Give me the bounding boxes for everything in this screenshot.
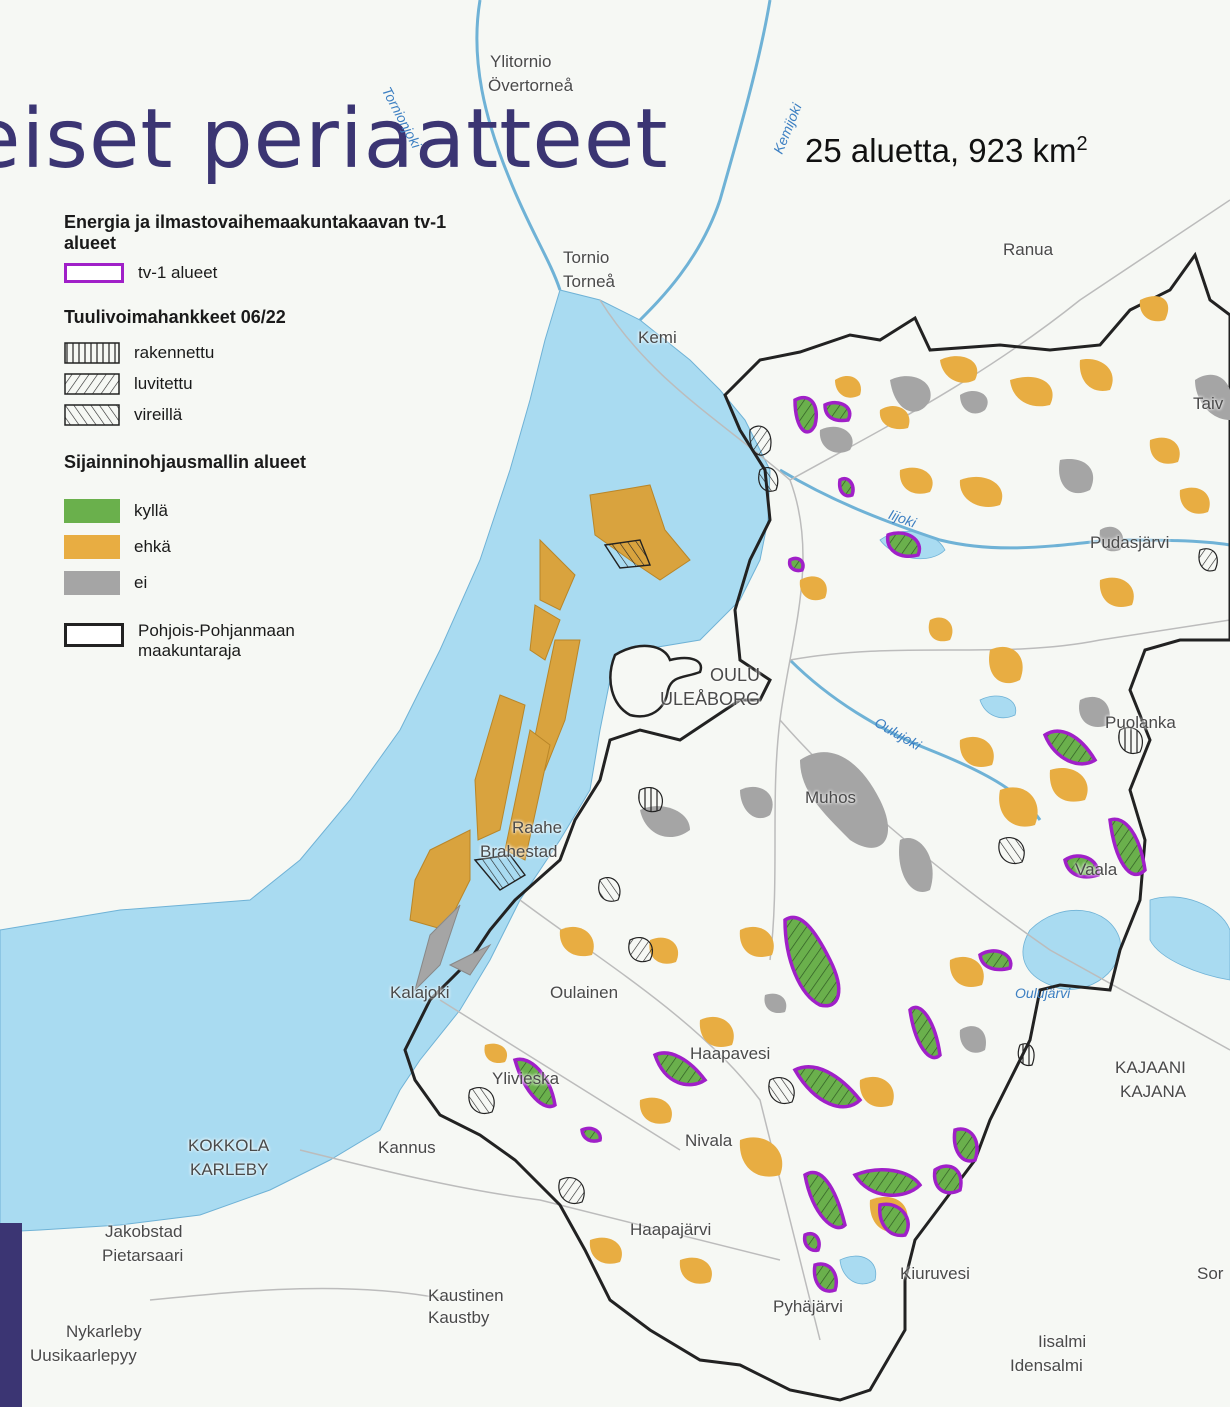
offshore-projects <box>473 539 651 891</box>
legend-label-border: Pohjois-Pohjanmaan maakuntaraja <box>138 621 295 660</box>
border-swatch <box>64 623 124 647</box>
place-label: Ylitornio <box>490 52 552 71</box>
ei-areas <box>640 374 1230 1053</box>
place-label: Taiv <box>1193 394 1224 413</box>
place-label: KAJAANI <box>1115 1058 1186 1077</box>
tv1-zones <box>512 395 1147 1293</box>
subtitle-text: 25 aluetta, 923 km <box>805 132 1077 169</box>
legend-item-border: Pohjois-Pohjanmaan maakuntaraja <box>64 621 484 661</box>
place-label: Idensalmi <box>1010 1356 1083 1375</box>
legend-label-ehka: ehkä <box>134 537 171 556</box>
map-legend: Energia ja ilmastovaihemaakuntakaavan tv… <box>64 212 484 661</box>
wind-projects <box>468 425 1218 1204</box>
place-label: Kaustinen <box>428 1286 504 1305</box>
place-label: Muhos <box>805 788 857 807</box>
kylla-swatch <box>64 499 120 523</box>
ei-swatch <box>64 571 120 595</box>
legend-item-pending: vireillä <box>64 404 484 426</box>
page-subtitle: 25 aluetta, 923 km2 <box>805 132 1088 170</box>
permitted-swatch <box>64 373 120 395</box>
place-label: Pietarsaari <box>102 1246 184 1265</box>
place-label: Brahestad <box>480 842 558 861</box>
place-label: Iisalmi <box>1038 1332 1087 1351</box>
place-label: KARLEBY <box>190 1160 269 1179</box>
hailuoto-island <box>609 644 703 718</box>
place-label: Vaala <box>1075 860 1118 879</box>
place-label: Övertorneå <box>488 76 574 95</box>
place-label: Kemi <box>638 328 677 347</box>
place-label: Kalajoki <box>390 983 450 1002</box>
legend-item-ei: ei <box>64 571 484 595</box>
place-label: Haapavesi <box>690 1044 771 1063</box>
legend-label-tv1: tv-1 alueet <box>138 263 218 282</box>
place-label: Kannus <box>378 1138 436 1157</box>
built-swatch <box>64 342 120 364</box>
tv1-swatch <box>64 263 124 283</box>
place-label: Oulujärvi <box>1015 985 1071 1001</box>
place-label: Haapajärvi <box>630 1220 712 1239</box>
place-label: Nykarleby <box>66 1322 142 1341</box>
place-label: Jakobstad <box>105 1222 183 1241</box>
pending-swatch <box>64 404 120 426</box>
legend-section-title-siting: Sijainninohjausmallin alueet <box>64 452 307 472</box>
legend-item-kylla: kyllä <box>64 499 484 523</box>
place-label: Pudasjärvi <box>1090 533 1170 552</box>
legend-label-permitted: luvitettu <box>134 374 193 393</box>
place-label: Kaustby <box>428 1308 490 1327</box>
place-label: Ylivieska <box>492 1069 560 1088</box>
place-label: Torneå <box>563 272 615 291</box>
legend-label-pending: vireillä <box>134 405 183 424</box>
place-label: ULEÅBORG <box>660 689 761 709</box>
slide-accent-bar <box>0 1223 22 1407</box>
subtitle-sup: 2 <box>1076 133 1088 155</box>
place-label: Tornio <box>563 248 610 267</box>
place-label: Pyhäjärvi <box>773 1297 843 1316</box>
legend-section-title-projects: Tuulivoimahankkeet 06/22 <box>64 307 286 327</box>
offshore-zones-grey <box>414 904 492 992</box>
place-label: Kiuruvesi <box>900 1264 970 1283</box>
legend-item-ehka: ehkä <box>64 535 484 559</box>
legend-item-tv1: tv-1 alueet <box>64 263 484 283</box>
legend-section-title-tv1: Energia ja ilmastovaihemaakuntakaavan tv… <box>64 212 447 253</box>
place-label: Ranua <box>1003 240 1054 259</box>
ehka-swatch <box>64 535 120 559</box>
legend-label-built: rakennettu <box>134 343 215 362</box>
place-label: Oulainen <box>550 983 619 1002</box>
offshore-zones <box>409 484 691 931</box>
legend-label-kylla: kyllä <box>134 501 169 520</box>
place-label: Nivala <box>685 1131 733 1150</box>
place-label: Sor <box>1197 1264 1224 1283</box>
place-label: Raahe <box>512 818 563 837</box>
place-label: OULU <box>710 665 761 685</box>
place-label: Puolanka <box>1105 713 1176 732</box>
page-title: eiset periaatteet <box>0 92 669 187</box>
legend-label-ei: ei <box>134 573 148 592</box>
regional-border <box>403 251 1230 1402</box>
place-label: KAJANA <box>1120 1082 1187 1101</box>
legend-item-built: rakennettu <box>64 342 484 364</box>
place-label: Uusikaarlepyy <box>30 1346 137 1365</box>
place-label: KOKKOLA <box>188 1136 270 1155</box>
legend-item-permitted: luvitettu <box>64 373 484 395</box>
